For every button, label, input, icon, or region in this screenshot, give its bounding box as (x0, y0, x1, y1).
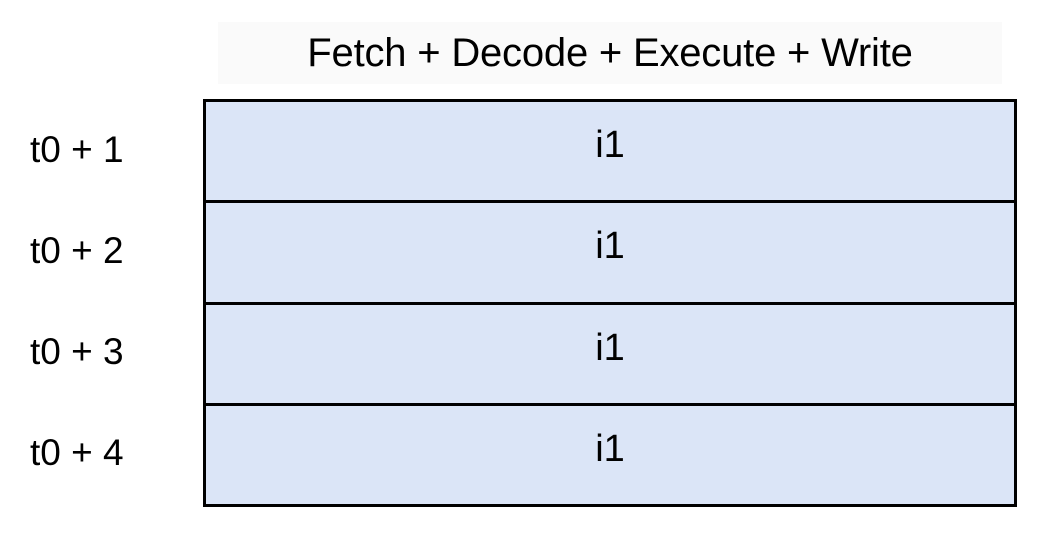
header-background-band (218, 22, 1002, 84)
cell-instruction: i1 (595, 225, 625, 268)
table-row: i1 (206, 304, 1014, 406)
table-row: i1 (206, 405, 1014, 504)
row-label-t0-plus-2: t0 + 2 (30, 230, 124, 271)
cell-instruction: i1 (595, 326, 625, 369)
cell-instruction: i1 (595, 124, 625, 167)
cell-instruction: i1 (595, 427, 625, 470)
row-label-gutter: t0 + 1 t0 + 2 t0 + 3 t0 + 4 (0, 99, 203, 506)
row-label-t0-plus-1: t0 + 1 (30, 129, 124, 170)
column-header-label: Fetch + Decode + Execute + Write (307, 31, 913, 75)
table-row: i1 (206, 102, 1014, 204)
pipeline-table: i1 i1 i1 i1 (203, 99, 1017, 507)
table-row: i1 (206, 203, 1014, 305)
row-label-t0-plus-4: t0 + 4 (30, 432, 124, 473)
row-label-t0-plus-3: t0 + 3 (30, 331, 124, 372)
